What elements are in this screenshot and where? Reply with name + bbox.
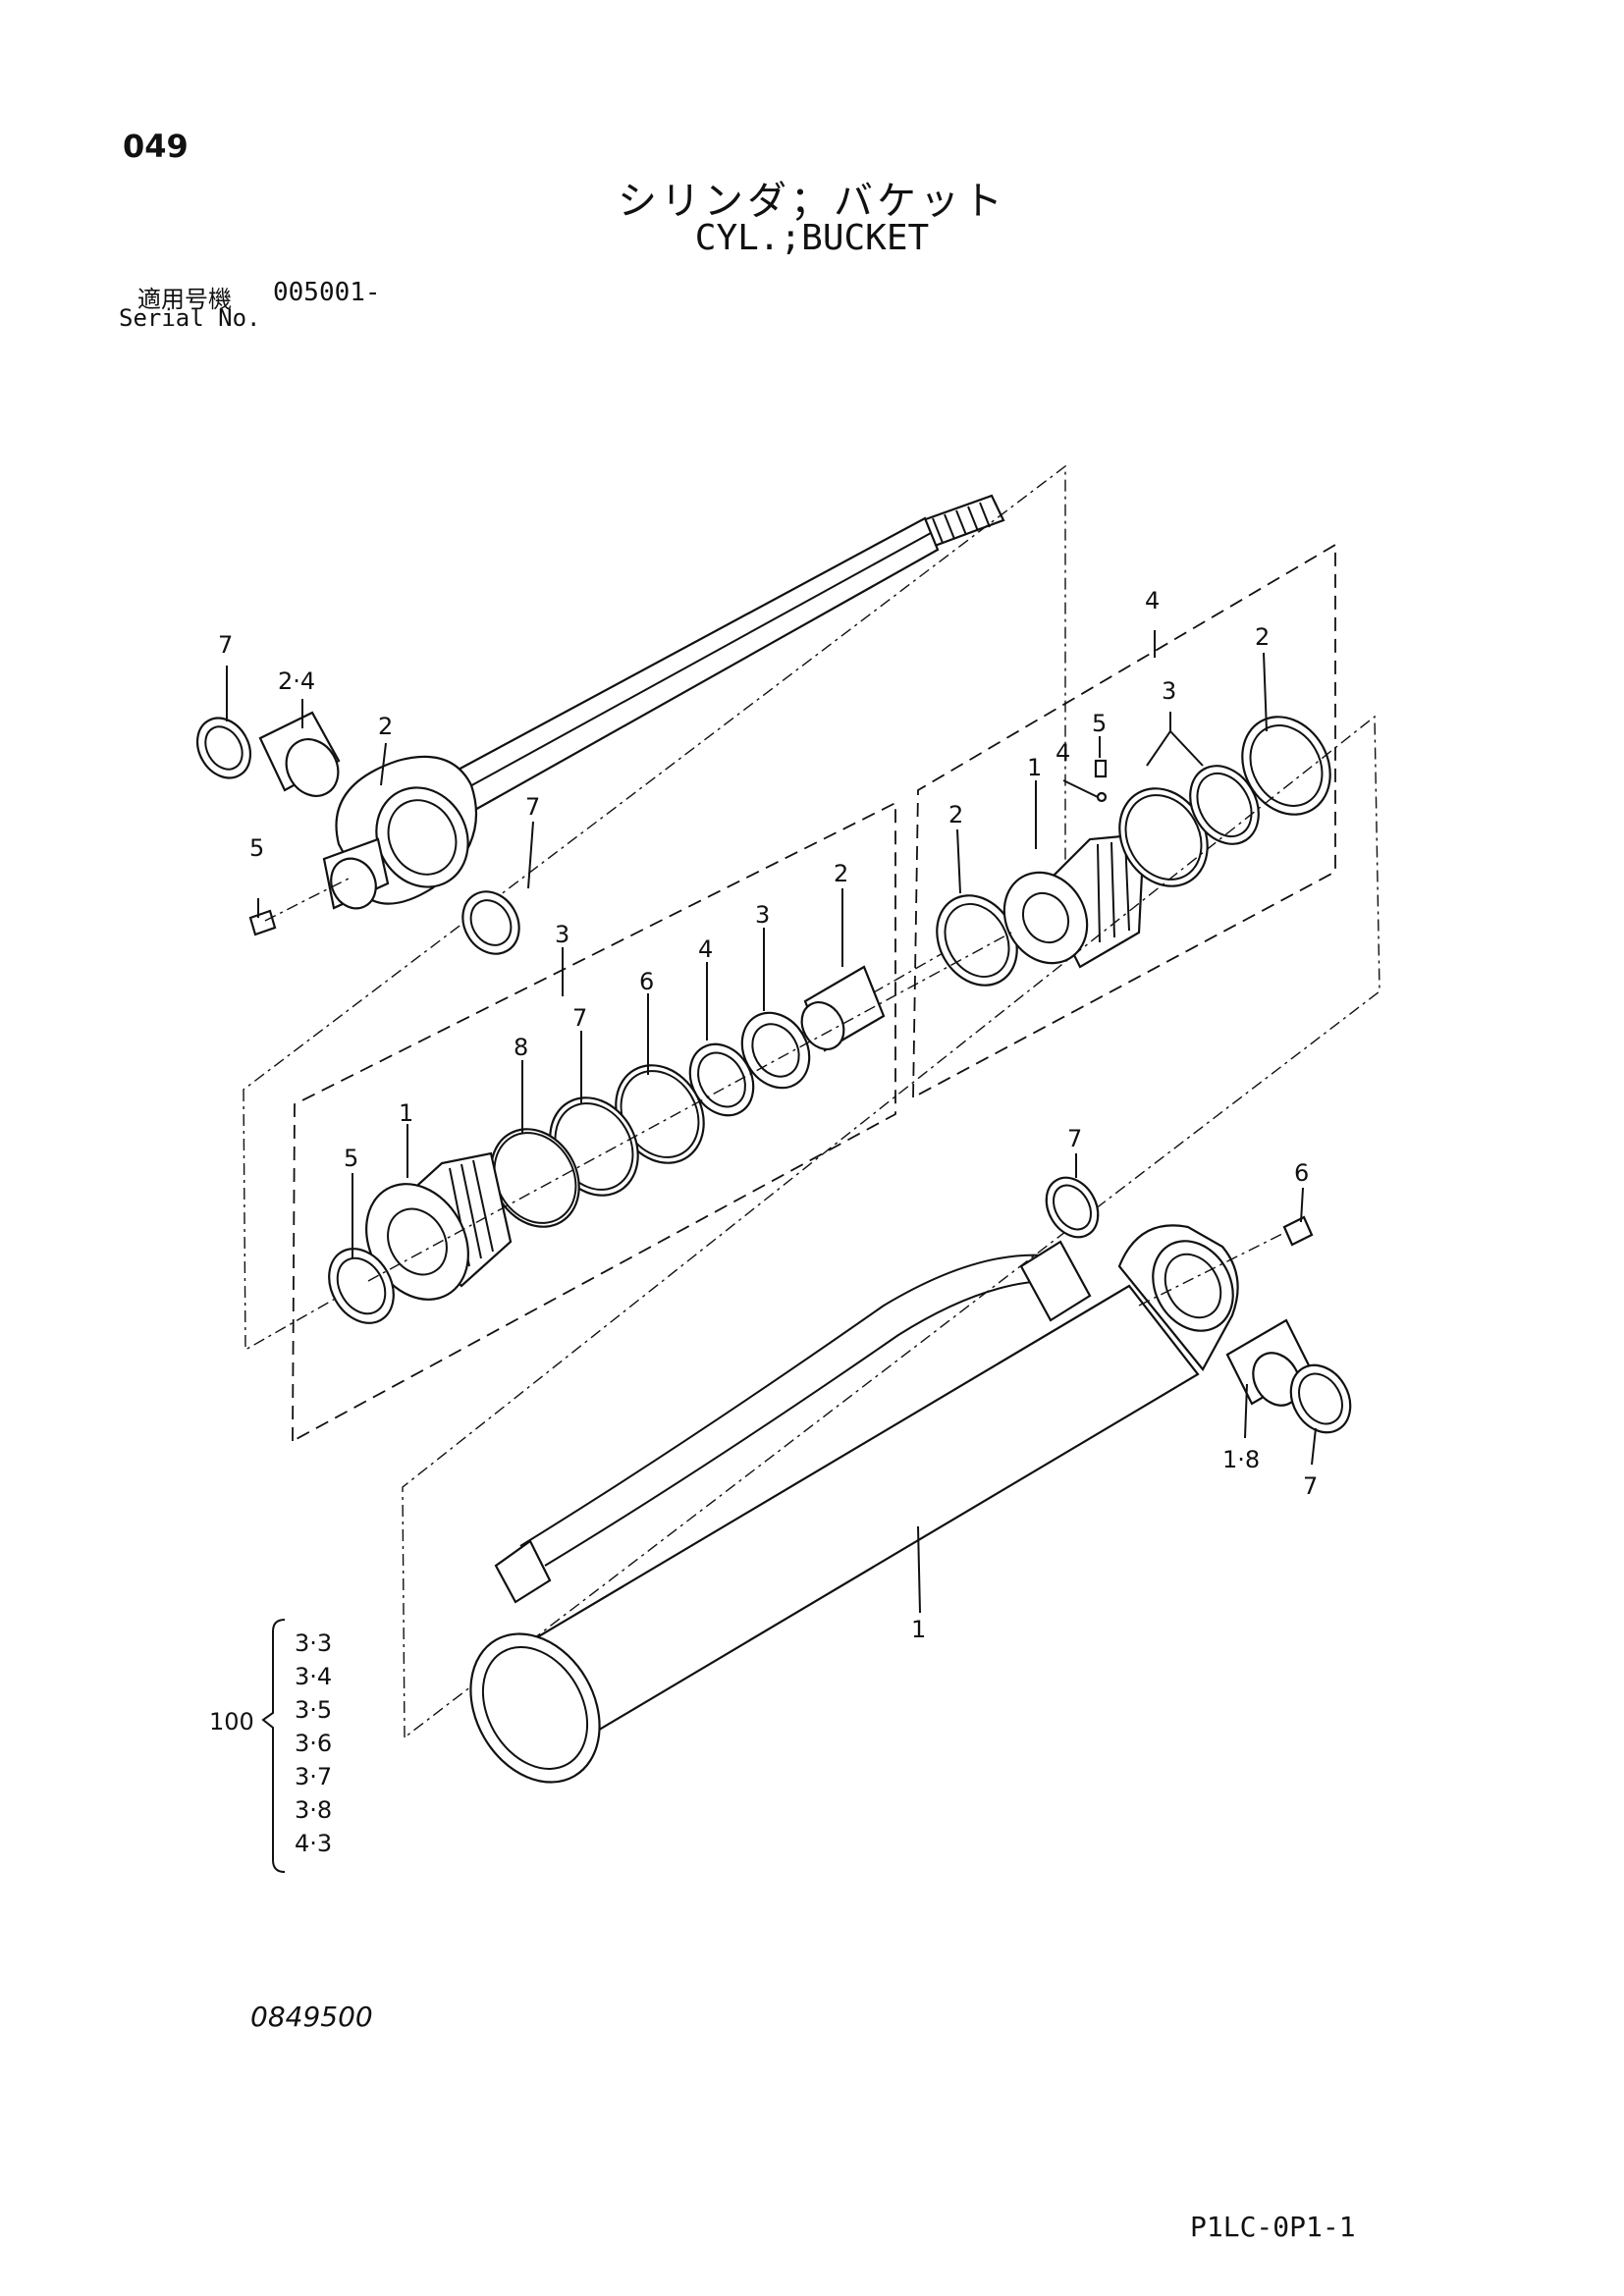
callout-head-kit-3: 3 [555,921,569,948]
kit-item: 3·5 [295,1696,332,1724]
kit-item: 3·4 [295,1663,332,1690]
serial-value: 005001- [273,278,381,307]
piston-rod [322,494,1005,910]
piston-kit-parts [936,716,1331,987]
callout-piston-kit-2-top: 2 [1255,623,1270,651]
callout-rod-head-2-4: 2·4 [278,667,315,695]
piston-kit-box [912,543,1336,1099]
callout-head-kit-1: 1 [399,1099,413,1127]
kit-item: 3·6 [295,1730,332,1757]
callout-piston-kit-4-pin: 4 [1056,739,1070,767]
callout-head-kit-7: 7 [572,1004,587,1032]
drawing-number: 0849500 [250,2001,373,2033]
callout-piston-kit-4: 4 [1145,587,1160,614]
sheet-code: P1LC-0P1-1 [1190,2211,1356,2243]
rod-eye-parts [195,711,520,955]
callout-head-kit-3b: 3 [755,901,770,929]
title-english: CYL.;BUCKET [694,218,930,258]
callout-numbers: 7 2·4 2 7 5 4 2 3 5 4 1 2 3 2 3 4 6 7 8 … [218,587,1318,1643]
callout-head-kit-8: 8 [514,1034,528,1061]
callout-rod-head-5: 5 [249,834,264,862]
cylinder-tube [469,1176,1352,1784]
seal-kit-list: 100 3·3 3·4 3·5 3·6 3·7 3·8 4·3 [209,1629,332,1857]
callout-head-kit-5: 5 [344,1145,358,1172]
page-number: 049 [123,128,189,165]
kit-item: 4·3 [295,1830,332,1857]
callout-rod-head-2: 2 [378,713,393,740]
kit-item: 3·8 [295,1796,332,1824]
callout-tube-1-8: 1·8 [1222,1446,1260,1473]
callout-head-kit-6: 6 [639,968,654,995]
callout-tube-7-top: 7 [1067,1125,1082,1152]
callout-tube-7-bottom: 7 [1303,1472,1318,1500]
kit-item: 3·3 [295,1629,332,1657]
leader-lines [226,630,1317,1873]
callout-rod-head-7b: 7 [525,793,540,821]
kit-number: 100 [209,1708,254,1735]
head-kit-parts [328,932,1012,1324]
callout-head-kit-2: 2 [834,860,848,887]
serial-label-english: Serial No. [119,304,261,332]
callout-rod-head-7: 7 [218,631,233,659]
tube-envelope [402,715,1380,1739]
callout-tube-1: 1 [911,1616,926,1643]
callout-piston-kit-3: 3 [1162,677,1176,705]
callout-tube-6: 6 [1294,1159,1309,1187]
callout-piston-kit-5: 5 [1092,710,1107,737]
title-japanese: シリンダ；バケット [618,179,1006,224]
callout-head-kit-4: 4 [698,935,713,963]
callout-piston-kit-1: 1 [1027,754,1042,781]
callout-piston-kit-2-left: 2 [948,801,963,828]
kit-item: 3·7 [295,1763,332,1790]
head-kit-box [292,801,896,1443]
serial-label-japanese: 適用号機 [137,286,232,313]
